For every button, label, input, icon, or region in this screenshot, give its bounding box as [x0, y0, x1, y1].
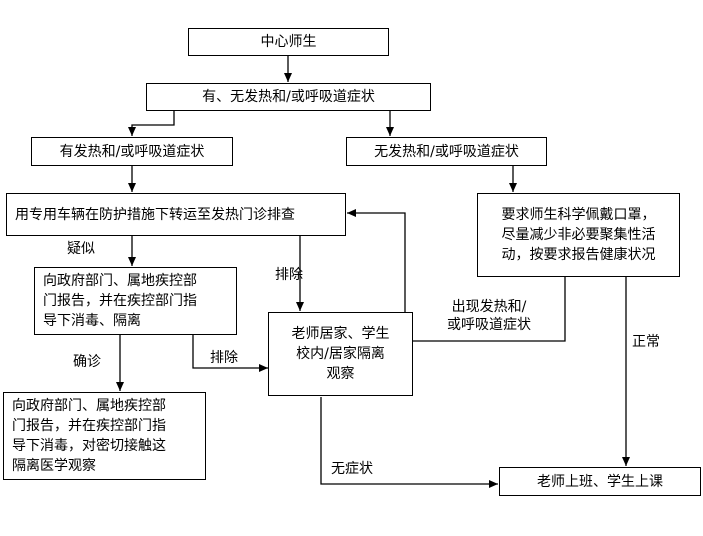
resume-work-class-box: 老师上班、学生上课 — [499, 467, 701, 496]
home-isolation-observation-box: 老师居家、学生 校内/居家隔离 观察 — [268, 312, 413, 396]
arrow-suspected-to-homeobs — [192, 335, 268, 372]
suspected-report-box: 向政府部门、属地疾控部 门报告，并在疾控部门指 导下消毒、隔离 — [34, 267, 237, 335]
label-no-symptoms: 无症状 — [331, 461, 373, 477]
label-suspected: 疑似 — [67, 241, 95, 257]
arrow-homeobs-to-class — [320, 397, 498, 488]
center-staff-students-box: 中心师生 — [188, 28, 389, 56]
label-symptoms-appear: 出现发热和/ 或呼吸道症状 — [447, 299, 531, 333]
symptom-check-box: 有、无发热和/或呼吸道症状 — [146, 83, 431, 111]
mask-and-health-report-box: 要求师生科学佩戴口罩， 尽量减少非必要聚集性活 动，按要求报告健康状况 — [477, 193, 680, 277]
fever-symptoms-box: 有发热和/或呼吸道症状 — [31, 137, 233, 166]
label-exclude-2: 排除 — [210, 350, 238, 366]
label-exclude-1: 排除 — [275, 267, 303, 283]
transport-to-fever-clinic-box: 用专用车辆在防护措施下转运至发热门诊排查 — [6, 193, 346, 236]
arrow-check-to-fever — [128, 110, 175, 136]
label-normal: 正常 — [632, 334, 660, 350]
no-fever-symptoms-box: 无发热和/或呼吸道症状 — [346, 137, 547, 166]
confirmed-report-box: 向政府部门、属地疾控部 门报告，并在疾控部门指 导下消毒，对密切接触这 隔离医学… — [3, 392, 206, 480]
label-confirmed: 确诊 — [73, 354, 101, 370]
